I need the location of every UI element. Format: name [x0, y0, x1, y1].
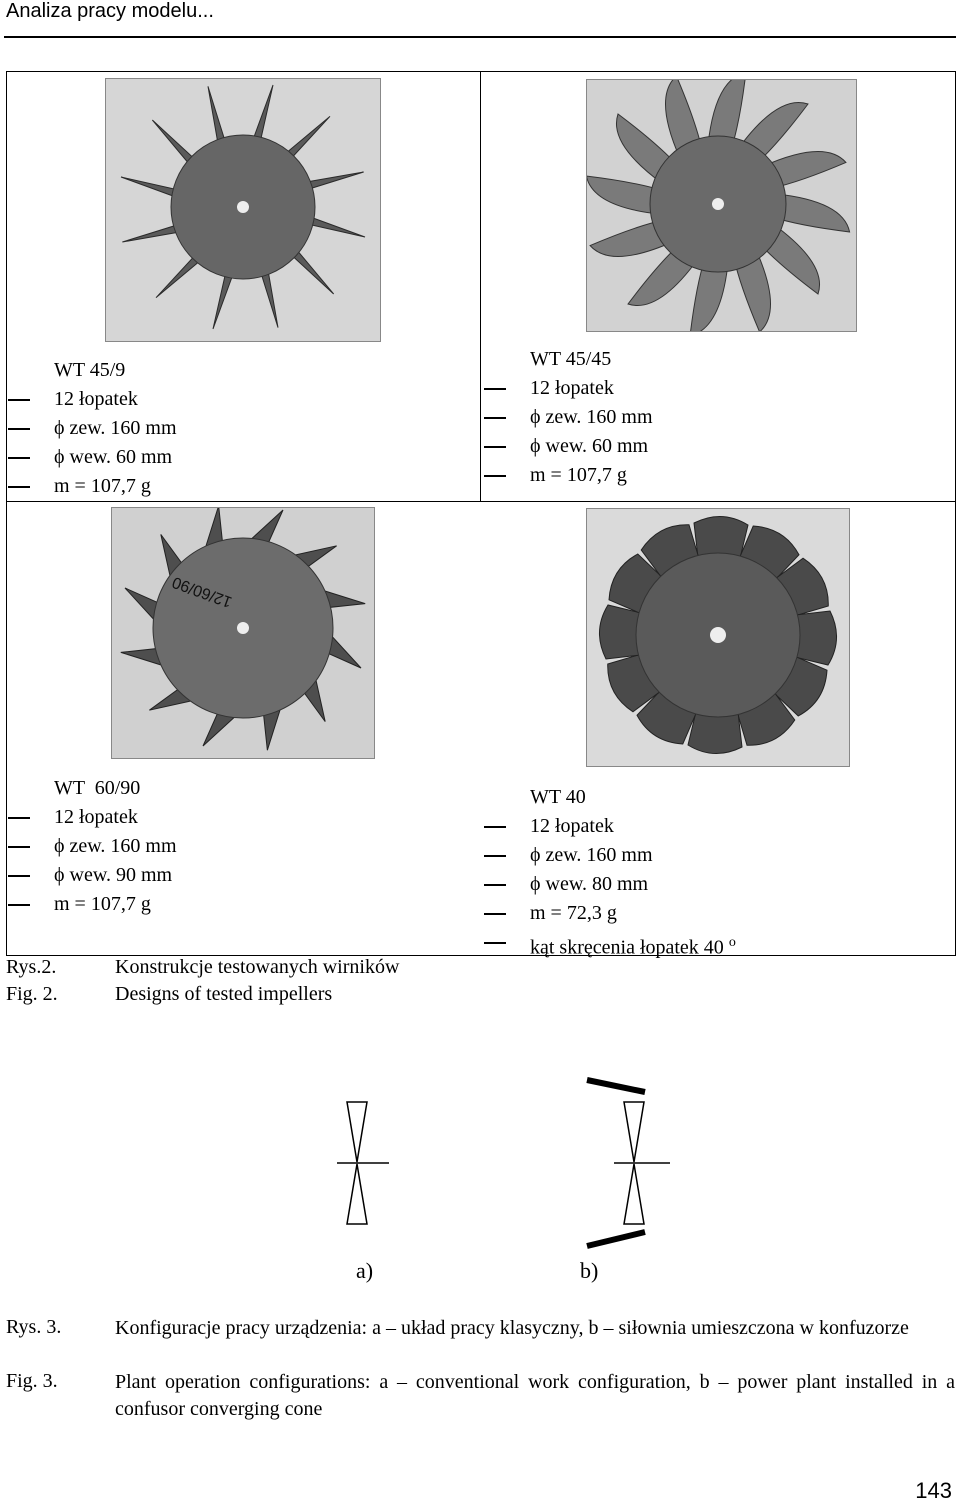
running-header: Analiza pracy modelu... [6, 0, 214, 22]
spec-item: ϕ zew. 160 mm [530, 406, 653, 428]
list-dash [484, 475, 506, 477]
spec-item: ϕ zew. 160 mm [530, 844, 653, 866]
fig2-caption-en-label: Fig. 2. [6, 983, 58, 1005]
list-dash [8, 486, 30, 488]
spec-item: ϕ wew. 90 mm [54, 864, 173, 886]
list-dash [8, 875, 30, 877]
impeller-photo-wt-45-45 [586, 79, 857, 332]
list-dash [484, 388, 506, 390]
impeller-name: WT 45/45 [530, 348, 612, 370]
figure-table [6, 71, 956, 956]
page-number: 143 [915, 1478, 952, 1503]
header-rule [4, 36, 956, 38]
impeller-name: WT 60/90 [54, 777, 141, 799]
spec-item: 12 łopatek [54, 388, 138, 410]
fig3-caption-pl-text: Konfiguracje pracy urządzenia: a – układ… [115, 1317, 909, 1339]
diagram-label-b: b) [580, 1258, 599, 1283]
fig2-caption-pl-text: Konstrukcje testowanych wirników [115, 956, 400, 978]
spec-item: 12 łopatek [530, 377, 614, 399]
table-divider-vertical [480, 71, 481, 501]
fig3-caption-en-text: Plant operation configurations: a – conv… [115, 1371, 955, 1420]
impeller-photo-wt-45-9 [105, 78, 381, 342]
degree-superscript: o [728, 935, 736, 950]
list-dash [484, 417, 506, 419]
angle-text: kąt skręcenia łopatek 40 [530, 936, 724, 959]
configuration-diagram-b [586, 1077, 670, 1249]
spec-item: 12 łopatek [530, 815, 614, 837]
list-dash [484, 855, 506, 857]
configuration-diagram-a [337, 1101, 389, 1225]
impeller-name: WT 40 [530, 786, 586, 808]
list-dash [484, 884, 506, 886]
impeller-photo-wt-40 [586, 508, 850, 767]
spec-item: ϕ zew. 160 mm [54, 417, 177, 439]
fig2-caption-pl-label: Rys.2. [6, 956, 57, 978]
impeller-specs-wt-45-9: WT 45/9 12 łopatek ϕ zew. 160 mm ϕ wew. … [8, 356, 468, 501]
list-dash [484, 826, 506, 828]
list-dash [484, 942, 506, 944]
spec-item: m = 107,7 g [54, 893, 151, 915]
spec-item: kąt skręcenia łopatek 40 o [530, 928, 736, 963]
spec-item: ϕ wew. 80 mm [530, 873, 649, 895]
spec-item: m = 107,7 g [54, 475, 151, 497]
diagram-label-a: a) [356, 1258, 374, 1283]
list-dash [8, 817, 30, 819]
spec-item: ϕ zew. 160 mm [54, 835, 177, 857]
spec-item: m = 72,3 g [530, 902, 617, 924]
impeller-specs-wt-40: WT 40 12 łopatek ϕ zew. 160 mm ϕ wew. 80… [484, 783, 944, 959]
list-dash [484, 446, 506, 448]
table-divider-horizontal [6, 501, 956, 502]
fig3-caption-pl-label: Rys. 3. [6, 1316, 62, 1338]
spec-item: ϕ wew. 60 mm [530, 435, 649, 457]
list-dash [8, 428, 30, 430]
list-dash [8, 457, 30, 459]
list-dash [8, 846, 30, 848]
list-dash [484, 913, 506, 915]
spec-item: ϕ wew. 60 mm [54, 446, 173, 468]
fig2-caption-en-text: Designs of tested impellers [115, 983, 333, 1005]
list-dash [8, 904, 30, 906]
impeller-specs-wt-60-90: WT 60/90 12 łopatek ϕ zew. 160 mm ϕ wew.… [8, 774, 468, 919]
impeller-specs-wt-45-45: WT 45/45 12 łopatek ϕ zew. 160 mm ϕ wew.… [484, 345, 944, 490]
spec-item: 12 łopatek [54, 806, 138, 828]
impeller-photo-wt-60-90: 12/60/90 [111, 507, 375, 759]
spec-item: m = 107,7 g [530, 464, 627, 486]
impeller-name: WT 45/9 [54, 359, 126, 381]
fig3-caption-en-label: Fig. 3. [6, 1370, 58, 1392]
list-dash [8, 399, 30, 401]
